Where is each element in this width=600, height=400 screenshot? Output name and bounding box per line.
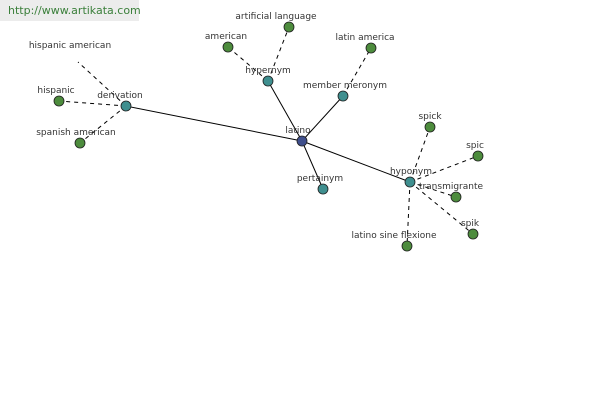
- node-member-meronym[interactable]: [337, 90, 349, 102]
- edges-layer: [58, 26, 479, 247]
- edge-member-meronym-to-latin-america: [342, 47, 372, 97]
- edge-derivation-to-spanish-american: [79, 105, 127, 144]
- node-label-spick[interactable]: spick: [418, 112, 442, 122]
- edge-latino-to-pertainym: [301, 140, 324, 190]
- edge-latino-to-hypernym: [267, 80, 303, 142]
- node-artificial-language[interactable]: [283, 21, 295, 33]
- edge-derivation-to-hispanic-american: [77, 61, 127, 107]
- node-latino[interactable]: [296, 135, 308, 147]
- node-label-american[interactable]: american: [205, 32, 247, 42]
- node-latin-america[interactable]: [365, 42, 377, 54]
- node-label-hyponym[interactable]: hyponym: [390, 167, 432, 177]
- edge-hypernym-to-artificial-language: [267, 26, 290, 82]
- node-spanish-american[interactable]: [74, 137, 86, 149]
- node-label-hypernym[interactable]: hypernym: [245, 66, 291, 76]
- node-label-spik[interactable]: spik: [461, 219, 480, 229]
- node-label-transmigrante[interactable]: transmigrante: [419, 182, 484, 192]
- node-spick[interactable]: [424, 121, 436, 133]
- node-label-derivation[interactable]: derivation: [97, 91, 143, 101]
- edge-latino-to-hyponym: [301, 140, 411, 183]
- edge-hypernym-to-american: [227, 46, 269, 82]
- edge-hyponym-to-transmigrante: [409, 181, 457, 198]
- node-derivation[interactable]: [120, 100, 132, 112]
- node-label-spanish-american[interactable]: spanish american: [36, 128, 116, 138]
- node-label-member-meronym[interactable]: member meronym: [303, 81, 387, 91]
- node-label-spic[interactable]: spic: [466, 141, 484, 151]
- edge-latino-to-member-meronym: [301, 95, 344, 142]
- node-label-latino-sine-flexione[interactable]: latino sine flexione: [351, 231, 436, 241]
- node-pertainym[interactable]: [317, 183, 329, 195]
- edge-derivation-to-hispanic: [58, 100, 127, 107]
- node-label-hispanic[interactable]: hispanic: [37, 86, 74, 96]
- node-spik[interactable]: [467, 228, 479, 240]
- edge-hyponym-to-spick: [409, 126, 431, 183]
- nodes-layer: [53, 21, 484, 252]
- watermark-url[interactable]: http://www.artikata.com: [0, 0, 141, 21]
- node-transmigrante[interactable]: [450, 191, 462, 203]
- labels-layer: latino derivation hypernym member meronym pe…: [29, 12, 484, 241]
- node-spic[interactable]: [472, 150, 484, 162]
- edge-hyponym-to-spik: [409, 181, 474, 235]
- node-label-pertainym[interactable]: pertainym: [297, 174, 343, 184]
- edge-latino-to-derivation: [125, 105, 303, 142]
- node-label-artificial-language[interactable]: artificial language: [235, 12, 317, 22]
- node-hispanic[interactable]: [53, 95, 65, 107]
- node-american[interactable]: [222, 41, 234, 53]
- edge-hyponym-to-latino-sine-flexione: [406, 181, 411, 247]
- node-hypernym[interactable]: [262, 75, 274, 87]
- node-latino-sine-flexione[interactable]: [401, 240, 413, 252]
- node-label-latin-america[interactable]: latin america: [335, 33, 394, 43]
- node-label-latino[interactable]: latino: [285, 126, 311, 136]
- node-hyponym[interactable]: [404, 176, 416, 188]
- node-label-hispanic-american[interactable]: hispanic american: [29, 41, 111, 51]
